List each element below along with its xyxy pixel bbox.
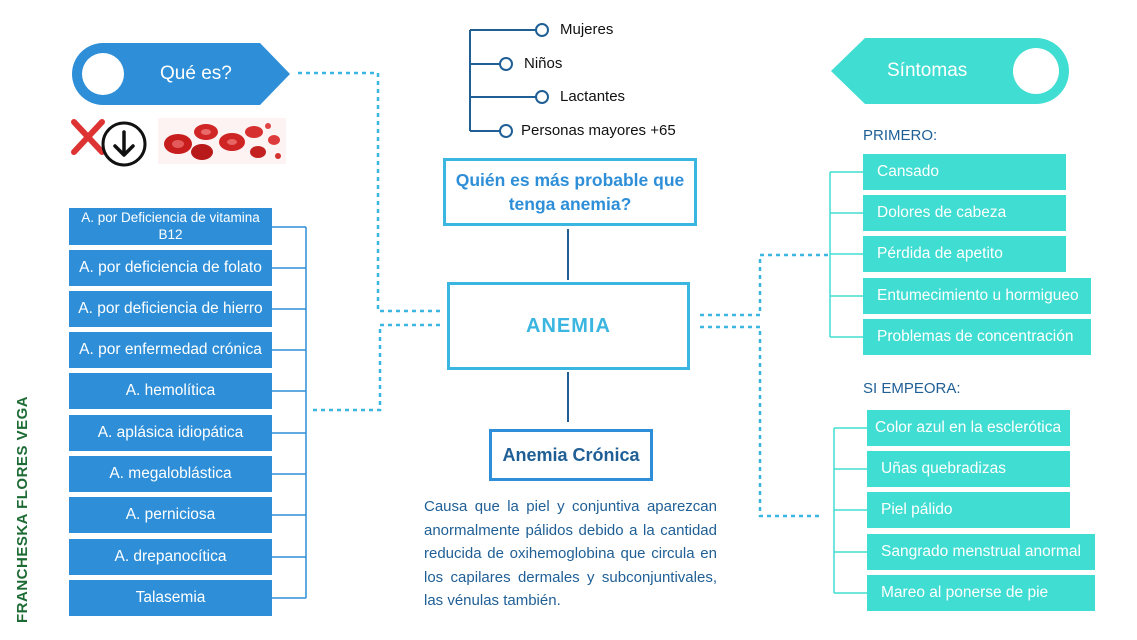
anemia-title: ANEMIA — [526, 314, 611, 337]
anemia-center-box: ANEMIA — [447, 282, 690, 370]
down-arrow-icon — [101, 121, 147, 167]
type-megaloblastica: A. megaloblástica — [69, 456, 272, 492]
symptom-entumecimiento: Entumecimiento u hormigueo — [863, 278, 1091, 314]
type-perniciosa: A. perniciosa — [69, 497, 272, 533]
question-box: Quién es más probable que tenga anemia? — [443, 158, 697, 226]
symptom-mareo: Mareo al ponerse de pie — [867, 575, 1095, 611]
chronic-description: Causa que la piel y conjuntiva aparezcan… — [424, 498, 717, 609]
risk-group-mujeres: Mujeres — [560, 21, 614, 38]
symptom-cansado: Cansado — [863, 154, 1066, 190]
que-es-label: Qué es? — [160, 63, 232, 84]
type-cronica: A. por enfermedad crónica — [69, 332, 272, 368]
type-talasemia: Talasemia — [69, 580, 272, 616]
blood-cells-image — [158, 118, 286, 164]
no-icon — [71, 119, 105, 155]
risk-group-mayores: Personas mayores +65 — [521, 122, 676, 139]
risk-group-lactantes: Lactantes — [560, 88, 626, 105]
symptom-concentracion: Problemas de concentración — [863, 319, 1091, 355]
type-drepanocitica: A. drepanocítica — [69, 539, 272, 575]
type-hemolitica: A. hemolítica — [69, 373, 272, 409]
sintomas-shape — [831, 38, 1069, 104]
que-es-shape — [72, 43, 290, 105]
primero-label: PRIMERO: — [863, 127, 938, 144]
type-hierro: A. por deficiencia de hierro — [69, 291, 272, 327]
type-aplasica: A. aplásica idiopática — [69, 415, 272, 451]
si-empeora-label: SI EMPEORA: — [863, 380, 961, 397]
question-text: Quién es más probable que tenga anemia? — [455, 169, 685, 215]
chronic-box: Anemia Crónica — [489, 429, 653, 481]
symptom-color-azul: Color azul en la esclerótica — [867, 410, 1070, 446]
risk-group-ninos: Niños — [524, 55, 563, 72]
symptom-unas: Uñas quebradizas — [867, 451, 1070, 487]
symptom-sangrado: Sangrado menstrual anormal — [867, 534, 1095, 570]
que-es-banner: Qué es? — [72, 43, 290, 105]
sintomas-banner: Síntomas — [831, 38, 1069, 104]
symptom-piel-palido: Piel pálido — [867, 492, 1070, 528]
chronic-title: Anemia Crónica — [502, 444, 640, 465]
type-folato: A. por deficiencia de folato — [69, 250, 272, 286]
sintomas-label: Síntomas — [887, 60, 968, 81]
symptom-dolores-cabeza: Dolores de cabeza — [863, 195, 1066, 231]
type-b12: A. por Deficiencia de vitamina B12 — [69, 208, 272, 245]
author-rotator: FRANCHESKA FLORES VEGA — [14, 395, 31, 623]
symptom-perdida-apetito: Pérdida de apetito — [863, 236, 1066, 272]
